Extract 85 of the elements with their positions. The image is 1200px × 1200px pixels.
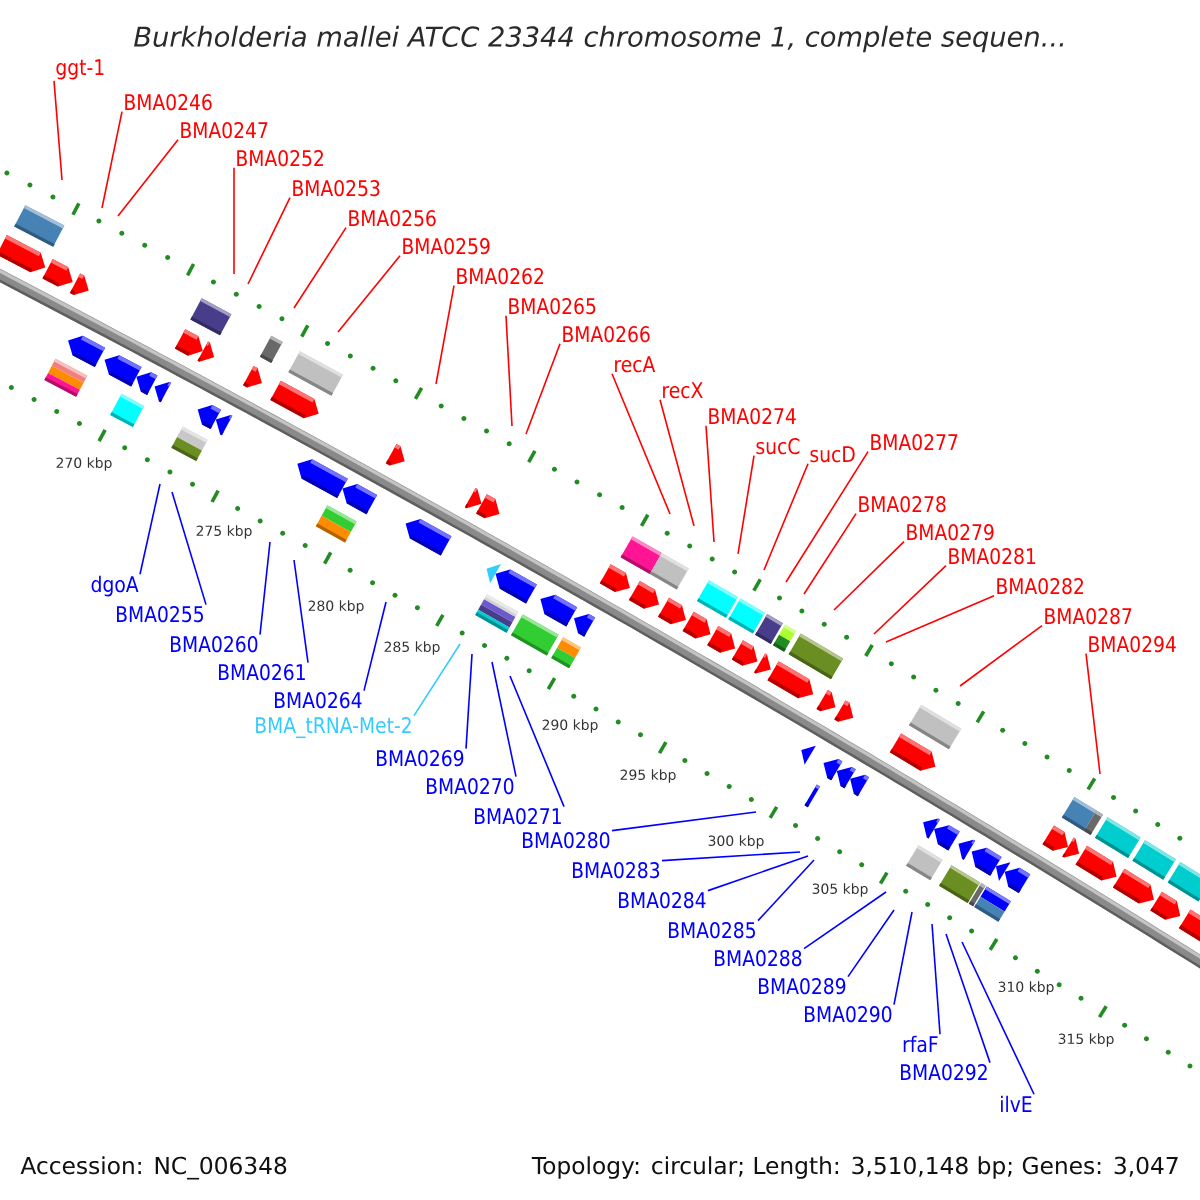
leader-line (659, 398, 695, 527)
gene-label: sucD (810, 446, 855, 463)
gene-label: BMA0256 (349, 210, 436, 227)
leader-line (259, 541, 271, 636)
leader-line (337, 254, 401, 333)
leader-line (847, 909, 895, 978)
leader-line (737, 454, 755, 555)
leader-line (233, 166, 235, 275)
gene-label: BMA0284 (619, 892, 706, 909)
leader-line (505, 314, 513, 427)
gene-label: BMA0247 (181, 122, 268, 139)
gene-label: ilvE (1001, 1095, 1032, 1112)
gene-label: BMA0288 (715, 950, 802, 967)
leader-line (363, 601, 387, 692)
leader-line (873, 564, 947, 635)
leader-line (611, 372, 671, 515)
gene-label: sucC (756, 438, 800, 455)
leader-line (931, 923, 941, 1036)
leader-line (611, 811, 757, 832)
leader-line (293, 226, 347, 309)
gene-label: rfaF (903, 1035, 938, 1053)
gene-label: BMA0262 (457, 268, 543, 285)
gene-label: BMA0294 (1089, 636, 1176, 653)
leader-line (525, 342, 561, 435)
gene-label: BMA0287 (1045, 608, 1132, 625)
gene-label: BMA_tRNA-Met-2 (256, 717, 411, 739)
gene-label: dgoA (91, 575, 139, 597)
leader-line (491, 661, 517, 778)
leader-line (661, 851, 801, 862)
gene-label: recA (615, 356, 656, 373)
leader-line (171, 491, 207, 606)
gene-label: BMA0246 (125, 94, 212, 111)
leader-line (959, 624, 1043, 687)
leader-line (413, 643, 461, 717)
leader-line (885, 594, 995, 643)
footer-text: Accession: NC_006348 (20, 1156, 287, 1180)
gene-label: recX (663, 382, 703, 399)
gene-label: BMA0285 (669, 922, 755, 939)
leader-line (117, 138, 179, 217)
gene-label: BMA0266 (563, 326, 650, 343)
gene-label: BMA0260 (171, 636, 258, 653)
gene-label: BMA0252 (237, 150, 323, 167)
leader-line (707, 855, 809, 892)
leader-line (705, 424, 715, 543)
leader-line (803, 891, 887, 950)
gene-label: BMA0283 (573, 862, 660, 879)
gene-label: BMA0274 (709, 408, 796, 425)
title: Burkholderia mallei ATCC 23344 chromosome 1, complete sequen... (134, 25, 1064, 53)
leader-line (101, 110, 123, 209)
gene-label: BMA0259 (403, 238, 490, 255)
gene-label: BMA0278 (859, 496, 946, 513)
leader-line (785, 450, 869, 583)
leader-line (803, 512, 857, 595)
leader-line (945, 933, 991, 1064)
leader-line (757, 859, 815, 922)
gene-label: BMA0290 (805, 1006, 892, 1023)
gene-label: BMA0269 (377, 750, 464, 767)
leader-line (435, 284, 455, 385)
leader-line (893, 911, 913, 1006)
leader-line (293, 559, 309, 664)
gene-label: BMA0270 (427, 778, 514, 795)
gene-label: BMA0281 (949, 548, 1036, 565)
leader-line (247, 196, 291, 285)
gene-label: BMA0264 (275, 692, 362, 709)
gene-label: BMA0261 (219, 664, 305, 681)
leader-line (763, 462, 809, 571)
leader-line (1085, 652, 1101, 775)
gene-label: BMA0280 (523, 832, 610, 849)
gene-label: BMA0289 (759, 978, 846, 995)
footer-text: Topology: circular; Length: 3,510,148 bp; Genes: 3,047 (531, 1156, 1178, 1179)
leader-line (961, 941, 1035, 1096)
gene-label: ggt-1 (56, 59, 104, 80)
gene-label: BMA0265 (509, 298, 596, 315)
gene-label: BMA0277 (871, 434, 958, 451)
gene-label: BMA0271 (475, 808, 561, 825)
leader-line (139, 483, 161, 576)
gene-label: BMA0279 (907, 524, 994, 541)
leader-line (465, 653, 473, 750)
leader-line (53, 80, 63, 181)
gene-label: BMA0253 (293, 180, 380, 197)
leader-line (509, 675, 565, 808)
gene-label: BMA0292 (901, 1064, 987, 1081)
gene-label: BMA0255 (117, 606, 203, 623)
leader-line (833, 540, 905, 611)
gene-label: BMA0282 (997, 578, 1083, 595)
